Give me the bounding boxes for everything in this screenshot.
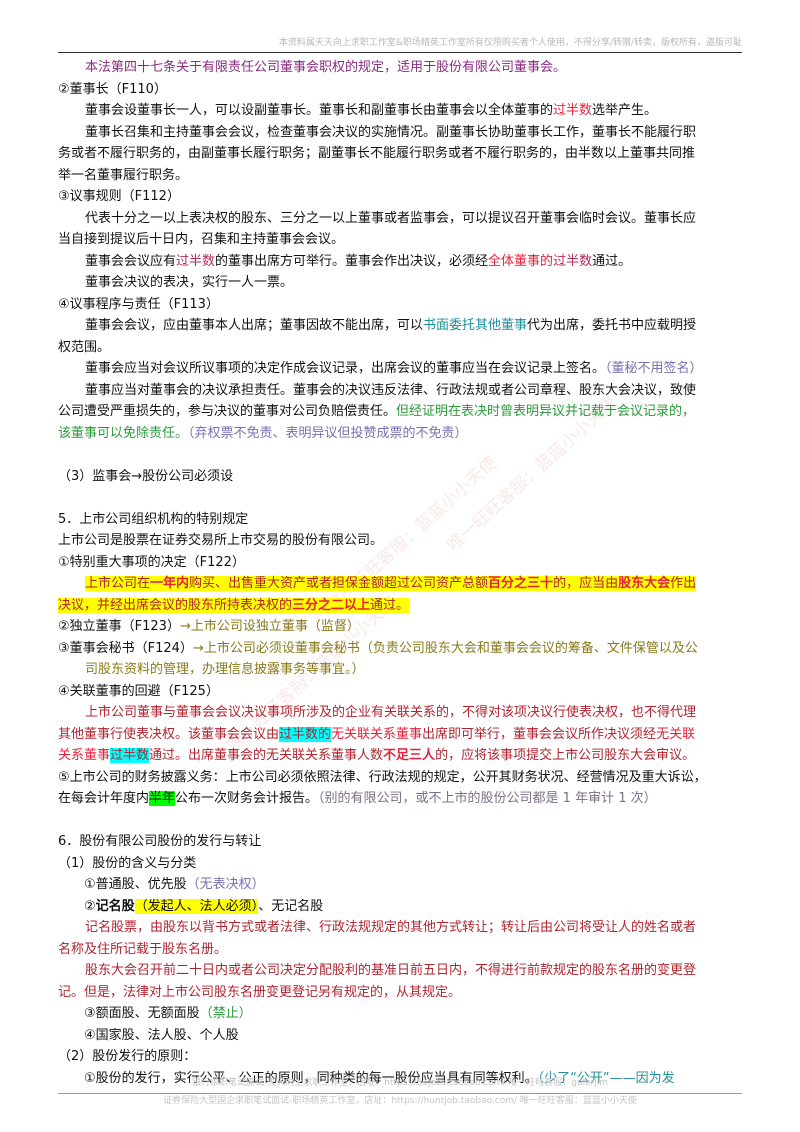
paragraph: 权范围。 — [58, 339, 111, 355]
paragraph: 其他董事行使表决权。该董事会会议由过半数的无关联关系董事出席即可举行，董事会会议… — [58, 726, 696, 742]
paragraph: 务或者不履行职务的，由副董事长履行职务；副董事长不能履行职务或者不履行职务的，由… — [58, 146, 696, 161]
paragraph: 举一名董事履行职务。 — [58, 167, 189, 183]
highlighted-paragraph: 上市公司在一年内购买、出售重大资产或者担保金额超过公司资产总额百分之三十的，应当… — [85, 576, 697, 591]
paragraph: 上市公司是股票在证券交易所上市交易的股份有限公司。 — [58, 533, 384, 548]
paragraph: 关系董事过半数通过。出席董事会的无关联关系董事人数不足三人的，应将该事项提交上市… — [58, 748, 696, 763]
section-heading: ④议事程序与责任（F113） — [58, 296, 219, 312]
paragraph: 代表十分之一以上表决权的股东、三分之一以上董事或者监事会，可以提议召开董事会临时… — [85, 210, 697, 226]
paragraph: 司股东资料的管理，办理信息披露事务等事宜。） — [85, 662, 365, 677]
list-item: ②记名股（发起人、法人必须）、无记名股 — [84, 898, 324, 914]
list-item: ①股份的发行，实行公平、公正的原则，同种类的每一股份应当具有同等权利。（少了“公… — [84, 1070, 675, 1086]
list-item: ④国家股、法人股、个人股 — [84, 1027, 239, 1043]
list-item: ①普通股、优先股（无表决权） — [84, 877, 265, 892]
paragraph: 董事会会议，应由董事本人出席；董事因故不能出席，可以书面委托其他董事代为出席，委… — [85, 318, 697, 333]
section-heading: （1）股份的含义与分类 — [58, 855, 197, 871]
paragraph: 记名股票，由股东以背书方式或者法律、行政法规规定的其他方式转让；转让后由公司将受… — [85, 920, 697, 935]
page-header: 本资料属天天向上求职工作室&职场精英工作室所有仅限购买者个人使用，不得分享/转赠… — [58, 36, 742, 53]
section-heading: （2）股份发行的原则： — [58, 1049, 197, 1064]
section-heading: ④关联董事的回避（F125） — [58, 683, 219, 699]
paragraph: 董事会决议的表决，实行一人一票。 — [85, 275, 294, 290]
paragraph: 记。但是，法律对上市公司股东名册变更登记另有规定的，从其规定。 — [58, 984, 462, 1000]
page-footer-line-1: 银行求职笔试面试-天天向上求职工作室，店址：https://51jobs.tao… — [191, 1078, 609, 1088]
paragraph: 在每会计年度内半年公布一次财务会计报告。（别的有限公司，或不上市的股份公司都是 … — [58, 791, 657, 806]
paragraph: 本法第四十七条关于有限责任公司董事会职权的规定，适用于股份有限公司董事会。 — [85, 60, 567, 75]
paragraph: 董事应当对董事会的决议承担责任。董事会的决议违反法律、行政法规或者公司章程、股东… — [85, 382, 697, 398]
paragraph: 名称及住所记载于股东名册。 — [58, 941, 228, 957]
section-heading: ③议事规则（F112） — [58, 189, 180, 204]
section-heading: ③董事会秘书（F124）→上市公司必须设董事会秘书（负责公司股东大会和董事会会议… — [58, 640, 698, 656]
section-heading: 6．股份有限公司股份的发行与转让 — [58, 834, 262, 849]
document-body: 本法第四十七条关于有限责任公司董事会职权的规定，适用于股份有限公司董事会。 ②董… — [58, 57, 746, 1089]
paragraph: 公司遭受严重损失的，参与决议的董事对公司负赔偿责任。但经证明在表决时曾表明异议并… — [58, 404, 696, 419]
list-item: ③额面股、无额面股（禁止） — [84, 1006, 252, 1021]
paragraph: 董事会应当对会议所议事项的决定作成会议记录，出席会议的董事应当在会议记录上签名。… — [85, 361, 703, 376]
section-heading: ①特别重大事项的决定（F122） — [58, 554, 245, 570]
paragraph: 董事会会议应有过半数的董事出席方可举行。董事会作出决议，必须经全体董事的过半数通… — [85, 253, 632, 269]
paragraph: 股东大会召开前二十日内或者公司决定分配股利的基准日前五日内，不得进行前款规定的股… — [85, 963, 697, 978]
section-heading: （3）监事会→股份公司必须设 — [58, 468, 234, 484]
section-heading: 5．上市公司组织机构的特别规定 — [58, 511, 249, 527]
section-heading: ②董事长（F110） — [58, 81, 167, 97]
section-heading: ②独立董事（F123）→上市公司设独立董事（监督） — [58, 619, 360, 634]
paragraph: 董事长召集和主持董事会会议，检查董事会决议的实施情况。副董事长协助董事长工作，董… — [85, 124, 697, 140]
paragraph: 该董事可以免除责任。（弃权票不免责、表明异议但投赞成票的不免责） — [58, 425, 468, 441]
paragraph: 董事会设董事长一人，可以设副董事长。董事长和副董事长由董事会以全体董事的过半数选… — [85, 103, 658, 118]
page-footer-line-2: 证券保险大型国企求职笔试面试-职场精英工作室，店址：https://huntjo… — [58, 1093, 742, 1108]
paragraph: ⑤上市公司的财务披露义务：上市公司必须依照法律、行政法规的规定，公开其财务状况、… — [58, 769, 707, 785]
paragraph: 上市公司董事与董事会会议决议事项所涉及的企业有关联关系的，不得对该项决议行使表决… — [85, 705, 697, 720]
highlighted-paragraph: 决议，并经出席会议的股东所持表决权的三分之二以上通过。 — [58, 597, 410, 613]
paragraph: 当自接到提议后十日内，召集和主持董事会会议。 — [58, 232, 345, 247]
